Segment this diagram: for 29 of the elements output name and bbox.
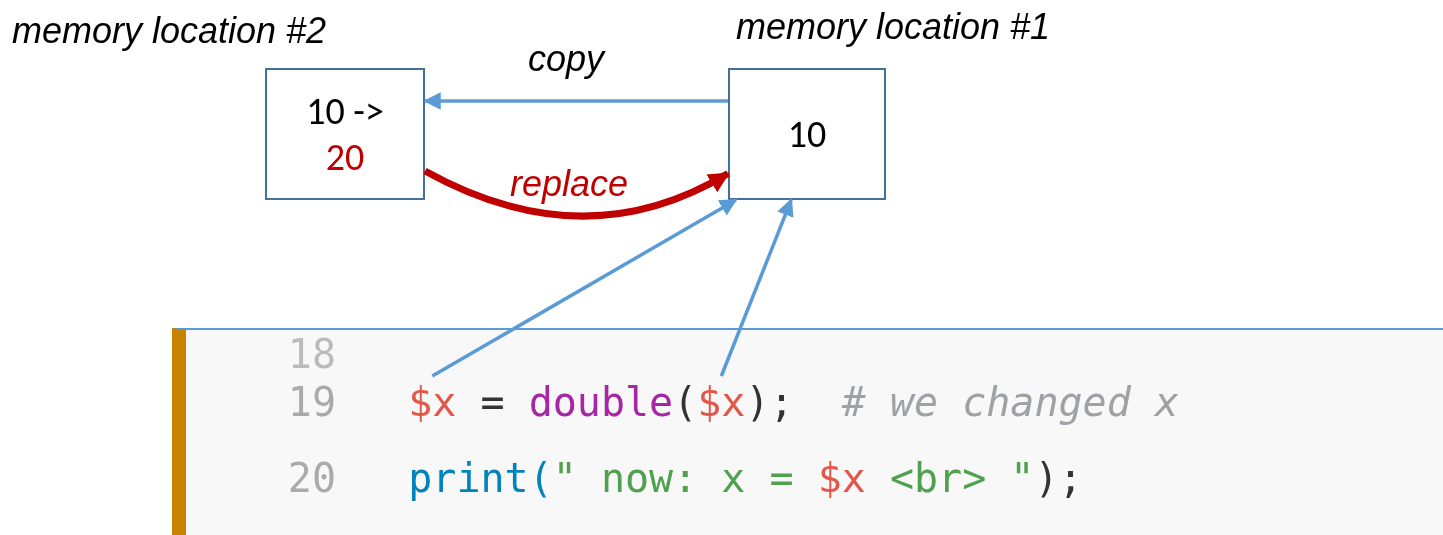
- value-text: 10: [787, 111, 827, 157]
- code-text: double: [528, 378, 674, 427]
- memory-box: [265, 68, 425, 200]
- arrow: [423, 92, 728, 110]
- variable-token: $x: [408, 376, 457, 428]
- code-text: " now: x =: [552, 454, 794, 503]
- line-number: 19: [286, 378, 336, 427]
- arrow: [431, 198, 738, 378]
- edge-label: copy: [528, 38, 605, 80]
- code-text: =: [480, 378, 505, 427]
- code-comment: # we changed x: [841, 378, 1179, 427]
- line-number: 20: [286, 454, 336, 503]
- value-text: 10 ->: [306, 88, 384, 134]
- code-text: <br> ": [889, 454, 1035, 503]
- location-heading: memory location #1: [736, 6, 1051, 48]
- code-text: );: [745, 378, 794, 427]
- arrow: [719, 198, 794, 377]
- code-text: $x: [817, 454, 866, 503]
- edge-label: replace: [510, 163, 629, 205]
- variable-token: $x: [697, 376, 746, 428]
- arrow: [423, 167, 730, 220]
- code-text: print(: [408, 454, 553, 503]
- code-text: (: [673, 378, 698, 427]
- code-text: );: [1034, 454, 1083, 503]
- memory-box: [728, 68, 886, 200]
- line-number: 18: [286, 330, 336, 379]
- location-heading: memory location #2: [12, 10, 327, 52]
- code-panel: [172, 328, 1443, 535]
- value-text: 20: [325, 134, 365, 180]
